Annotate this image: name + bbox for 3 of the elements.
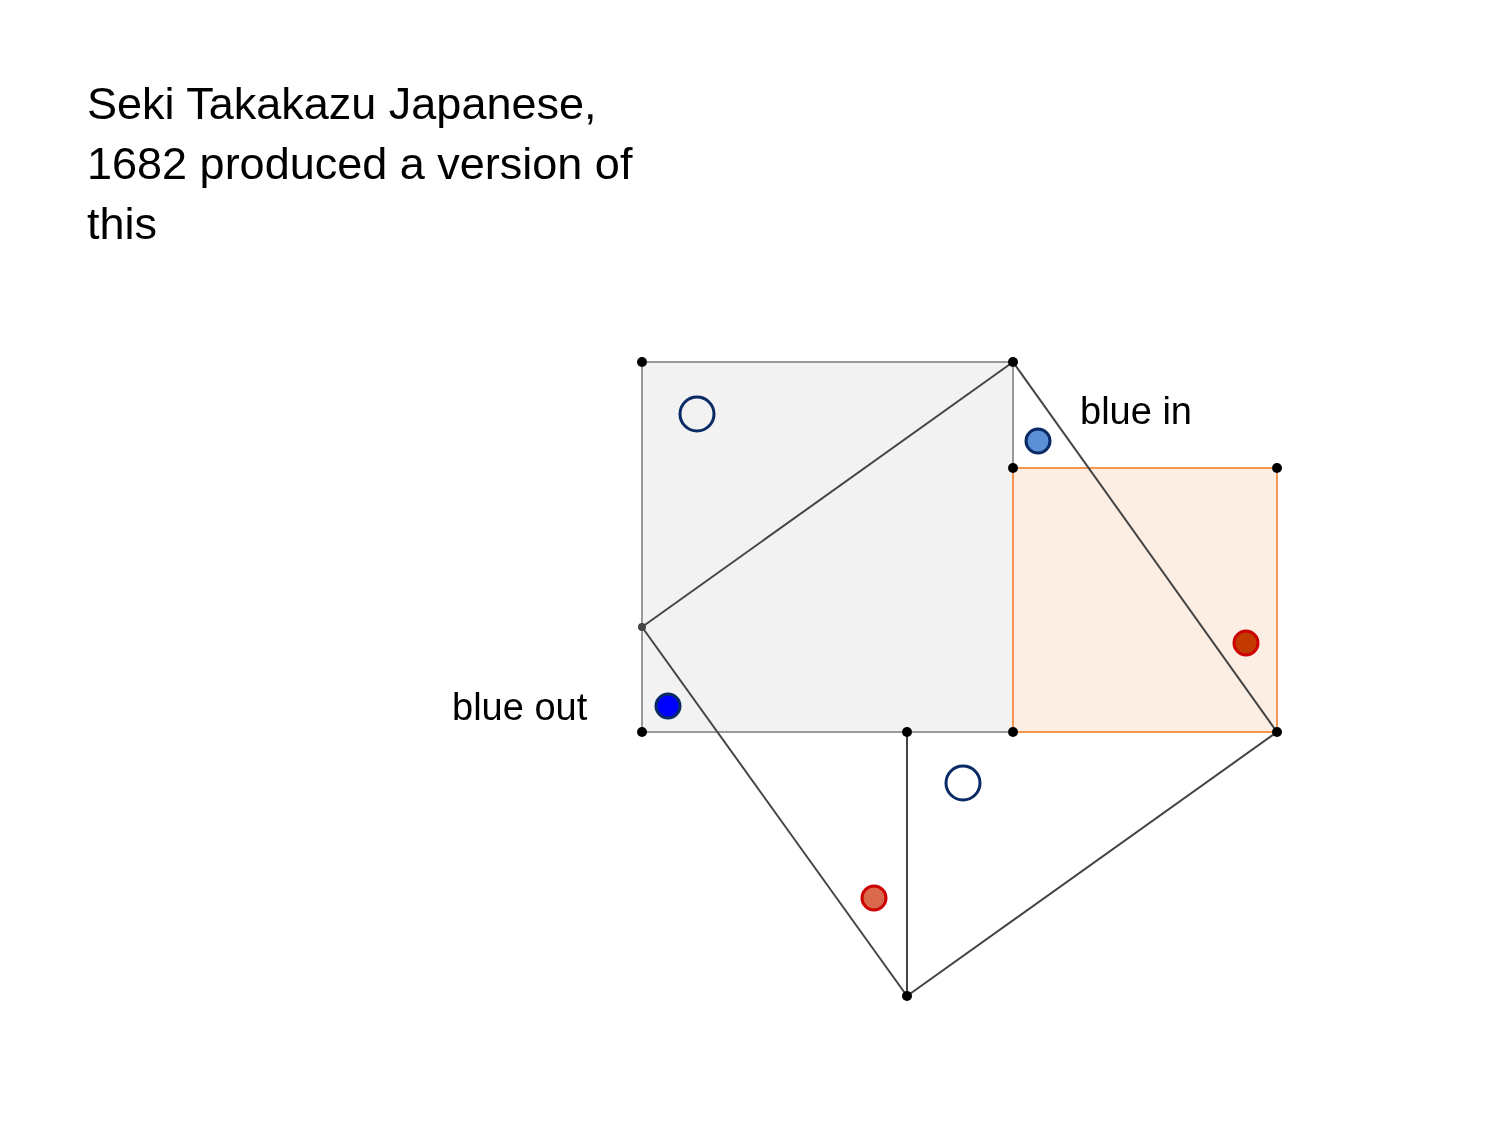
title: Seki Takakazu Japanese, 1682 produced a version of this [87,77,634,251]
point-label: blue in [1080,390,1192,433]
point-label: blue out [452,686,588,729]
